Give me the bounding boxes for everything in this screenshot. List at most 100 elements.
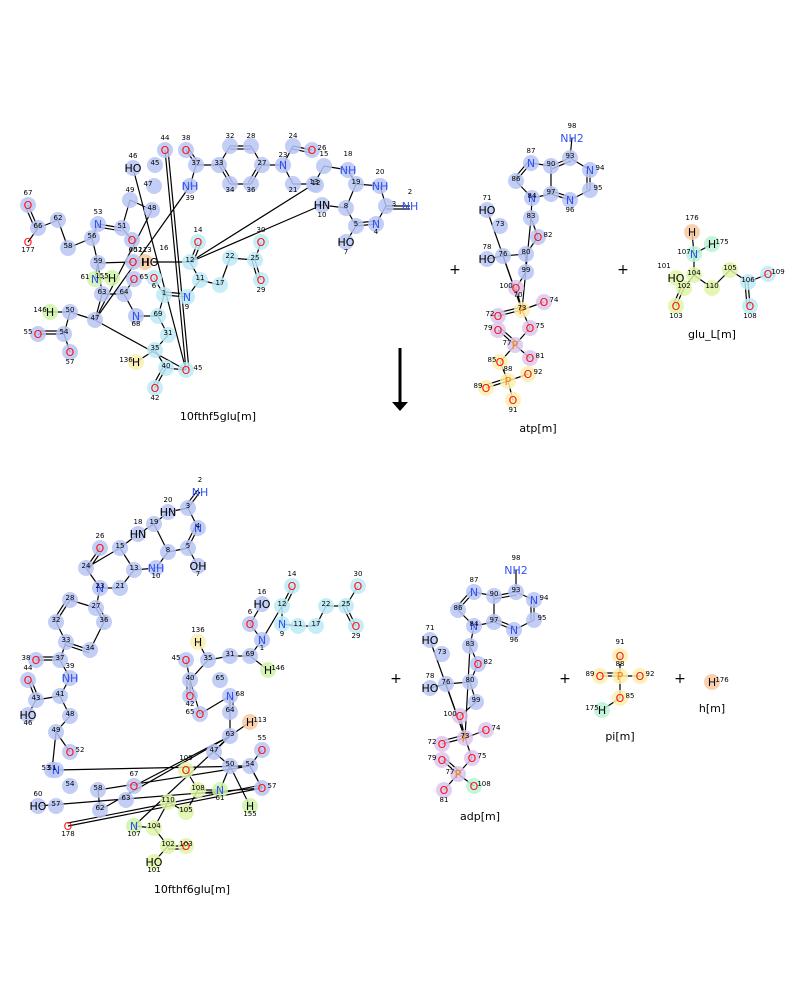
atom-highlight — [84, 230, 100, 246]
atom-index: 54 — [66, 780, 75, 788]
atom-index: 40 — [186, 674, 195, 682]
atom-index: 27 — [92, 602, 101, 610]
atom-index: 70 — [514, 291, 523, 299]
atom-index: 37 — [192, 159, 201, 167]
atom-highlight — [58, 634, 74, 650]
atom-highlight — [372, 178, 388, 194]
atom-highlight — [42, 304, 58, 320]
atom-highlight — [222, 704, 238, 720]
atom-index: 67 — [130, 770, 139, 778]
atom-highlight — [160, 327, 176, 343]
atom-index: 97 — [547, 188, 556, 196]
atom-index: 2 — [408, 188, 412, 196]
atom-index: 92 — [646, 670, 655, 678]
atom-highlight — [48, 614, 64, 630]
atom-highlight — [116, 286, 132, 302]
atom-highlight — [30, 326, 46, 342]
atom-label: N — [566, 194, 574, 207]
atom-highlight — [450, 766, 466, 782]
atom-label: N — [96, 582, 104, 595]
atom-highlight — [90, 255, 106, 271]
atom-highlight — [60, 240, 76, 256]
atom-index: 29 — [257, 286, 266, 294]
atom-highlight — [62, 744, 78, 760]
atom-highlight — [128, 308, 144, 324]
atom-index: 95 — [594, 184, 603, 192]
atom-index: 22 — [322, 600, 331, 608]
atom-highlight — [178, 804, 194, 820]
atom-index: 96 — [510, 636, 519, 644]
atom-label: O — [194, 236, 203, 249]
atom-label: O — [512, 282, 521, 295]
atom-index: 10 — [318, 211, 327, 219]
atom-highlight — [125, 160, 141, 176]
atom-label: O — [456, 710, 465, 723]
atom-index: 98 — [512, 554, 521, 562]
atom-index: 98 — [568, 122, 577, 130]
atom-highlight — [146, 270, 162, 286]
atom-highlight — [147, 342, 163, 358]
atom-index: 83 — [527, 212, 536, 220]
atom-label: HO — [338, 236, 355, 249]
atom-highlight — [112, 540, 128, 556]
atom-highlight — [452, 708, 468, 724]
atom-highlight — [338, 234, 354, 250]
atom-highlight — [522, 350, 538, 366]
atom-highlight — [254, 742, 270, 758]
atom-index: 89 — [474, 382, 483, 390]
atom-index: 78 — [483, 243, 492, 251]
atom-highlight — [464, 750, 480, 766]
atom-index: 50 — [226, 760, 235, 768]
atom-highlight — [182, 672, 198, 688]
atom-label: N — [258, 634, 266, 647]
atom-label: O — [258, 782, 267, 795]
atom-index: 51 — [118, 222, 127, 230]
atom-highlight — [247, 252, 263, 268]
atom-highlight — [148, 560, 164, 576]
atom-highlight — [434, 736, 450, 752]
atom-highlight — [190, 634, 206, 650]
atom-index: 47 — [210, 746, 219, 754]
atom-index: 65 — [140, 273, 149, 281]
atom-index: 55 — [258, 734, 267, 742]
atom-index: 37 — [56, 654, 65, 662]
atom-index: 22 — [226, 252, 235, 260]
atom-index: 28 — [66, 594, 75, 602]
atom-label: O — [746, 300, 755, 313]
atom-index: 36 — [247, 186, 256, 194]
atom-highlight — [686, 267, 702, 283]
atom-highlight — [254, 157, 270, 173]
atom-index: 52 — [134, 246, 143, 254]
atom-highlight — [222, 758, 238, 774]
atom-highlight — [62, 344, 78, 360]
atom-label: H — [598, 704, 606, 717]
atom-highlight — [222, 688, 238, 704]
atom-label: N — [586, 164, 594, 177]
atom-label: O — [258, 744, 267, 757]
atom-label: HO — [142, 256, 159, 269]
atom-highlight — [146, 854, 162, 870]
atom-highlight — [179, 289, 195, 305]
atom-highlight — [156, 287, 172, 303]
bond — [94, 209, 153, 321]
atom-label: NH — [148, 562, 165, 575]
atom-highlight — [275, 157, 291, 173]
atom-highlight — [212, 782, 228, 798]
atom-index: 44 — [24, 664, 33, 672]
atom-label: N — [132, 310, 140, 323]
atom-label: O — [32, 654, 41, 667]
atom-highlight — [146, 516, 162, 532]
atom-label: O — [438, 738, 447, 751]
atom-highlight — [222, 176, 238, 192]
atom-highlight — [742, 298, 758, 314]
atom-highlight — [48, 798, 64, 814]
atom-index: 64 — [120, 288, 129, 296]
bond — [132, 167, 187, 371]
atom-label: N — [94, 218, 102, 231]
atom-index: 48 — [66, 710, 75, 718]
atom-label: O — [524, 368, 533, 381]
atom-highlight — [514, 302, 530, 318]
atom-index: 3 — [392, 200, 396, 208]
atom-highlight — [524, 190, 540, 206]
atom-index: 43 — [32, 694, 41, 702]
